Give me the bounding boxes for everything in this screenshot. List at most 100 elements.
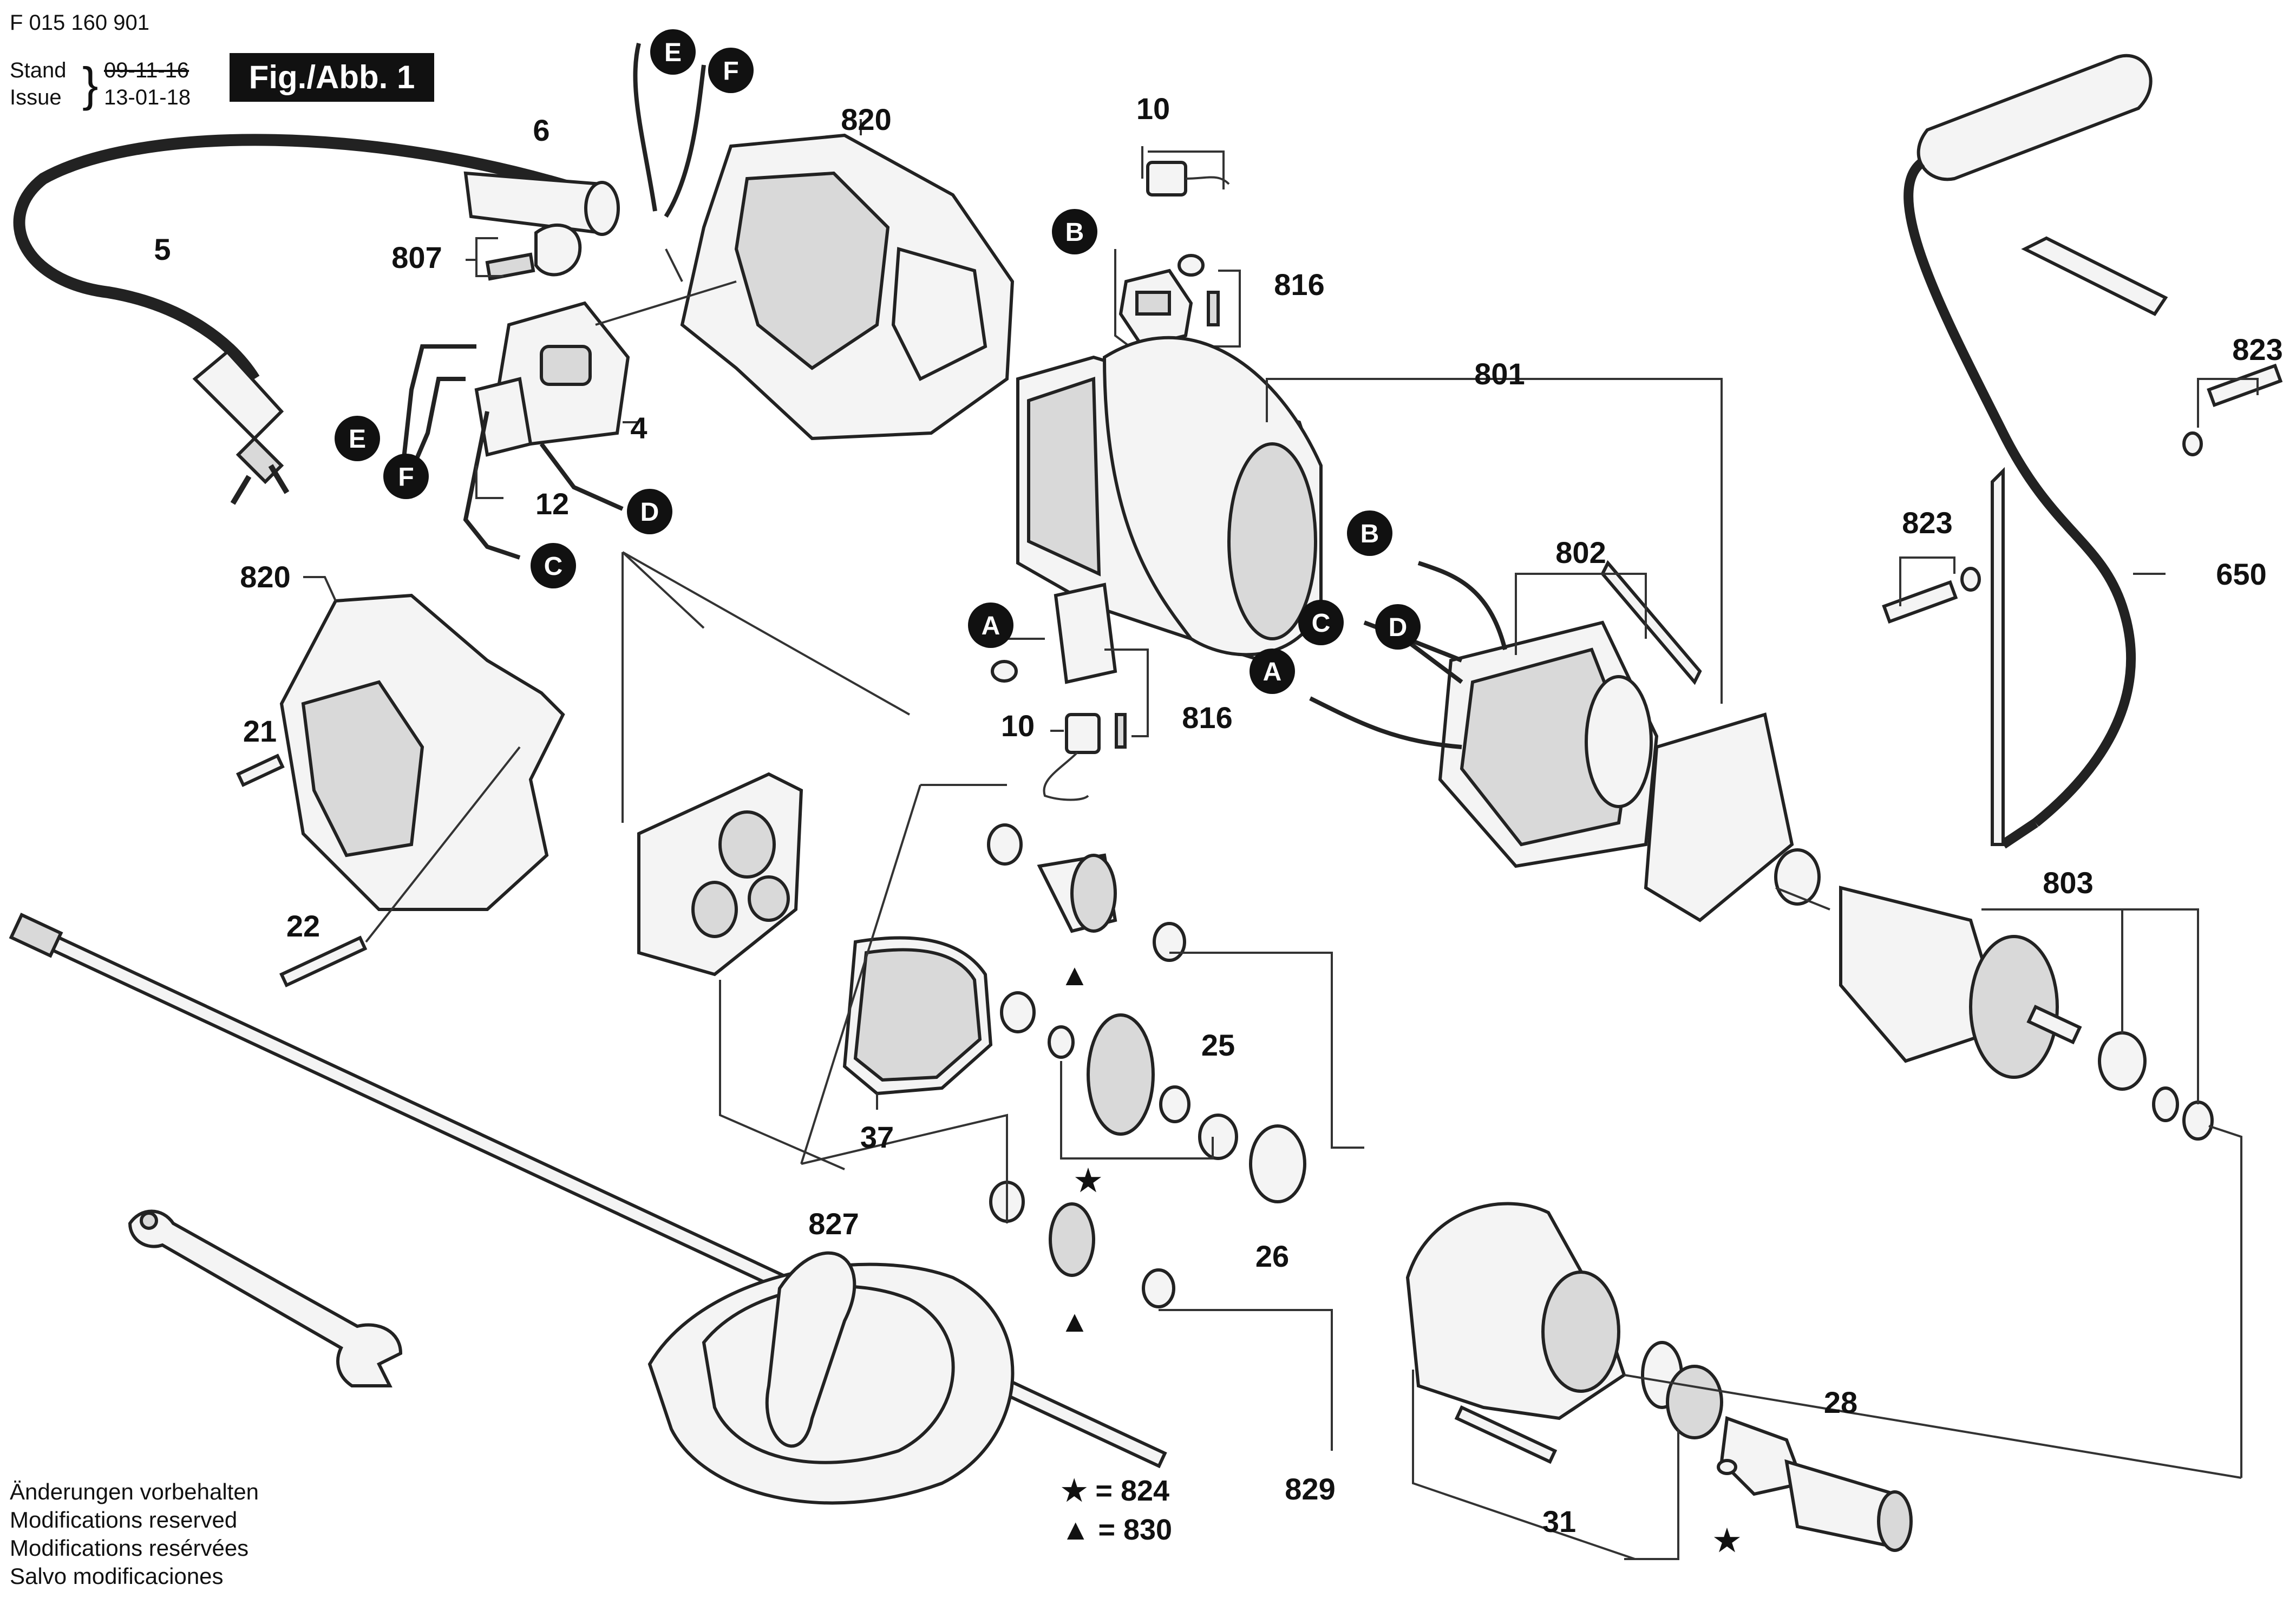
- connector-f-top: F: [708, 48, 754, 93]
- part-number-4: 4: [630, 411, 647, 445]
- star-marker-spindle: ★: [1713, 1523, 1741, 1557]
- brace-icon: }: [82, 57, 99, 111]
- note-es: Salvo modificaciones: [10, 1563, 224, 1589]
- connector-c-left: C: [531, 543, 576, 588]
- svg-text:E: E: [664, 38, 682, 67]
- leader-plate-2: [622, 551, 910, 716]
- gasket-37-inner: [853, 948, 982, 1082]
- air-baffle: [1644, 712, 1794, 922]
- note-de: Änderungen vorbehalten: [10, 1479, 259, 1504]
- issue-date: 13-01-18: [104, 86, 191, 109]
- connector-c-stator: C: [1298, 600, 1344, 645]
- part-labels: 4 5 6 10 10 12 21 22 25 26 28 31 37 650 …: [154, 91, 2282, 1538]
- armature-803: [1774, 848, 2214, 1141]
- leader-bottom-right: [1624, 1429, 1679, 1560]
- part-number-820-top: 820: [841, 102, 891, 136]
- gear-train: [987, 823, 1306, 1308]
- symbol-legend: ★ = 824 ▲ = 830: [1061, 1471, 1172, 1549]
- part-number-820-left: 820: [240, 560, 290, 594]
- leader-801: [1266, 378, 1723, 704]
- part-number-807: 807: [391, 240, 442, 274]
- leader-plate-3: [622, 551, 705, 629]
- svg-text:D: D: [1389, 613, 1408, 642]
- connector-f-left: F: [383, 454, 429, 499]
- cord-clamp-807: [466, 223, 582, 281]
- part-number-10-lower: 10: [1001, 709, 1035, 743]
- part-number-31: 31: [1542, 1504, 1576, 1538]
- part-number-5: 5: [154, 232, 171, 266]
- gear-case-front: [1405, 1202, 1723, 1439]
- part-number-21: 21: [243, 714, 277, 748]
- connector-markers: E F E F C D B A B C D A: [335, 29, 1421, 694]
- screw-823-lower: [1882, 556, 1981, 624]
- part-number-816-lower: 816: [1182, 700, 1232, 735]
- part-number-28: 28: [1824, 1385, 1857, 1419]
- screw-31: [1454, 1405, 1558, 1464]
- svg-text:B: B: [1360, 520, 1379, 548]
- svg-text:B: B: [1065, 218, 1084, 247]
- part-number-25: 25: [1201, 1028, 1235, 1062]
- part-number-816-top: 816: [1274, 267, 1324, 302]
- handle-650: [1903, 54, 2168, 849]
- brush-holder-816-lower: [991, 582, 1149, 749]
- leader-827-c: [800, 784, 921, 1164]
- stand-date: 09-11-16: [104, 58, 189, 82]
- part-number-802: 802: [1555, 535, 1606, 569]
- triangle-marker-lower: ▲: [1059, 1304, 1089, 1338]
- switch-4: [474, 301, 639, 457]
- legend-triangle-line: ▲ = 830: [1061, 1514, 1173, 1546]
- part-number-26: 26: [1255, 1239, 1289, 1273]
- connector-a-stator: A: [1250, 649, 1295, 694]
- leader-right-vertical: [2208, 1125, 2242, 1478]
- document-number: F 015 160 901: [10, 11, 149, 35]
- wire-e-switch: [398, 344, 476, 488]
- carbon-brush-10-lower: [1043, 713, 1101, 801]
- part-number-803: 803: [2043, 866, 2093, 900]
- svg-text:F: F: [723, 57, 738, 86]
- part-number-6: 6: [533, 113, 550, 147]
- part-number-37: 37: [860, 1120, 894, 1154]
- part-number-12: 12: [535, 487, 569, 521]
- part-number-827: 827: [808, 1207, 859, 1241]
- screw-823-top: [2182, 363, 2283, 456]
- part-number-823-top: 823: [2232, 332, 2282, 366]
- connector-b-stator: B: [1347, 510, 1392, 556]
- modification-notes: Änderungen vorbehalten Modifications res…: [10, 1478, 259, 1590]
- leader-screw-22: [365, 746, 521, 943]
- part-number-22: 22: [286, 909, 320, 943]
- housing-half-820-left: [279, 576, 565, 911]
- svg-text:D: D: [640, 498, 659, 527]
- leader-cord-housing: [665, 248, 683, 282]
- svg-text:C: C: [544, 552, 563, 581]
- wire-f-top: [664, 64, 706, 218]
- svg-text:A: A: [982, 612, 1000, 640]
- leader-829-a: [1169, 952, 1364, 1149]
- star-marker-middle: ★: [1075, 1163, 1102, 1197]
- gear-plate: [637, 772, 803, 977]
- connector-b-top: B: [1052, 209, 1097, 254]
- svg-text:F: F: [398, 463, 414, 492]
- carbon-brush-10-top: [1141, 146, 1230, 197]
- part-number-823-lower: 823: [1902, 506, 1952, 540]
- cord-sleeve-6: [463, 171, 620, 236]
- brush-holder-816-top: [1114, 249, 1241, 369]
- wire-f-switch: [409, 377, 466, 472]
- svg-text:C: C: [1312, 609, 1331, 638]
- connector-e-top: E: [650, 29, 696, 75]
- legend-star-line: ★ = 824: [1061, 1475, 1170, 1507]
- stator-802: [1438, 560, 1702, 868]
- svg-text:A: A: [1263, 658, 1282, 686]
- housing-half-820-top: [680, 119, 1015, 441]
- leader-827-d: [801, 1114, 1008, 1223]
- power-cord-5: [13, 134, 598, 505]
- issue-label: Issue: [10, 86, 62, 109]
- svg-text:E: E: [349, 425, 366, 454]
- note-en: Modifications reserved: [10, 1507, 238, 1533]
- leader-switch-housing: [595, 280, 737, 326]
- connector-a-lower: A: [968, 603, 1013, 648]
- leader-827-a: [719, 980, 845, 1170]
- spindle-28: [1717, 1416, 1913, 1552]
- part-number-801: 801: [1474, 357, 1525, 391]
